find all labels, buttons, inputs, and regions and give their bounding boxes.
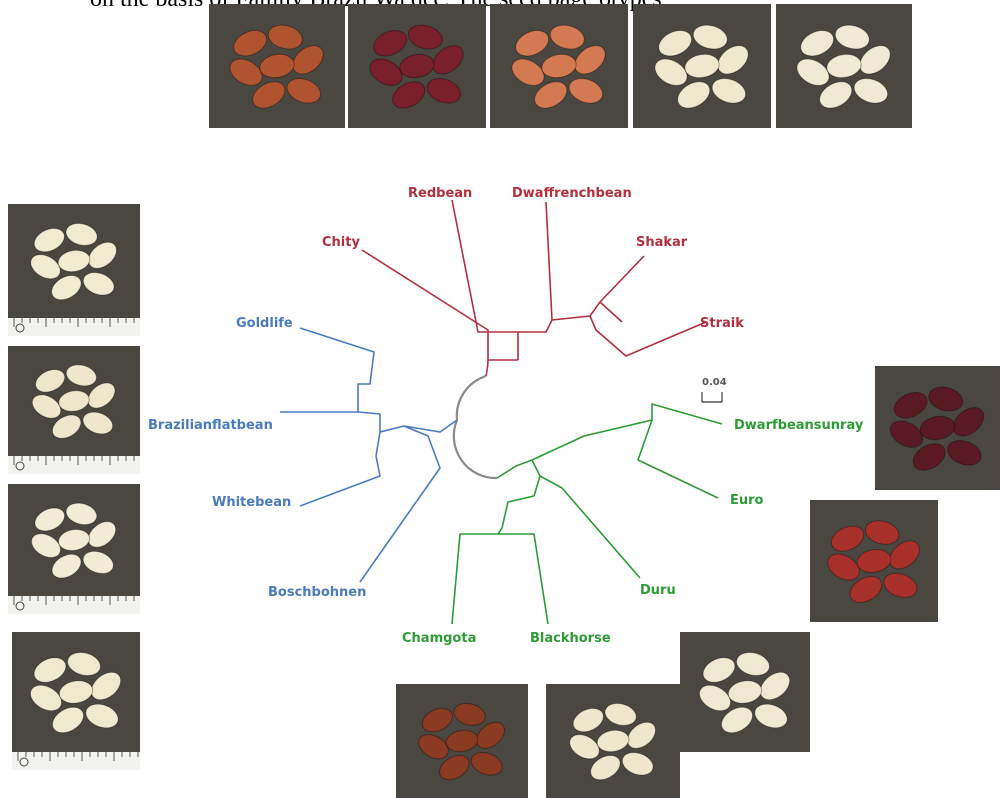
leaf-redbean: Redbean (408, 186, 472, 201)
leaf-duru: Duru (640, 583, 676, 598)
branch-goldlife (300, 328, 380, 432)
branch-dwarf (532, 404, 722, 460)
scale-bar-label: 0.04 (702, 377, 727, 388)
core-arc (454, 376, 497, 478)
branch-dwaffrench (518, 202, 552, 332)
branch-bottom-node (452, 496, 534, 624)
leaf-brazilianflatbean: Brazilianflatbean (148, 418, 273, 433)
branch-blue-root (380, 420, 457, 432)
green-clade (452, 404, 722, 624)
leaf-whitebean: Whitebean (212, 495, 291, 510)
leaf-chity: Chity (322, 235, 360, 250)
leaf-dwarfbeansunray: Dwarfbeansunray (734, 418, 864, 433)
branch-whitebean (300, 432, 380, 506)
leaf-straik: Straik (700, 316, 744, 331)
red-clade (362, 200, 706, 376)
leaf-chamgota: Chamgota (402, 631, 476, 646)
branch-straik-node (590, 316, 706, 356)
leaf-shakar: Shakar (636, 235, 688, 250)
branch-shakar (552, 256, 644, 320)
leaf-euro: Euro (730, 493, 764, 508)
leaf-boschbohnen: Boschbohnen (268, 585, 366, 600)
branch-green-root (497, 460, 540, 496)
branch-straik-inner (600, 302, 622, 322)
branch-red-root (486, 360, 518, 376)
branch-boschbohnen (360, 426, 440, 582)
branch-redbean (452, 200, 518, 360)
branch-blackhorse (498, 534, 548, 624)
branch-euro (638, 420, 718, 498)
scale-bar (702, 392, 722, 402)
leaf-goldlife: Goldlife (236, 316, 293, 331)
blue-clade (280, 328, 457, 582)
branch-chity (362, 250, 488, 360)
leaf-blackhorse: Blackhorse (530, 631, 611, 646)
branch-duru (540, 476, 640, 578)
leaf-dwaffrenchbean: Dwaffrenchbean (512, 186, 632, 201)
